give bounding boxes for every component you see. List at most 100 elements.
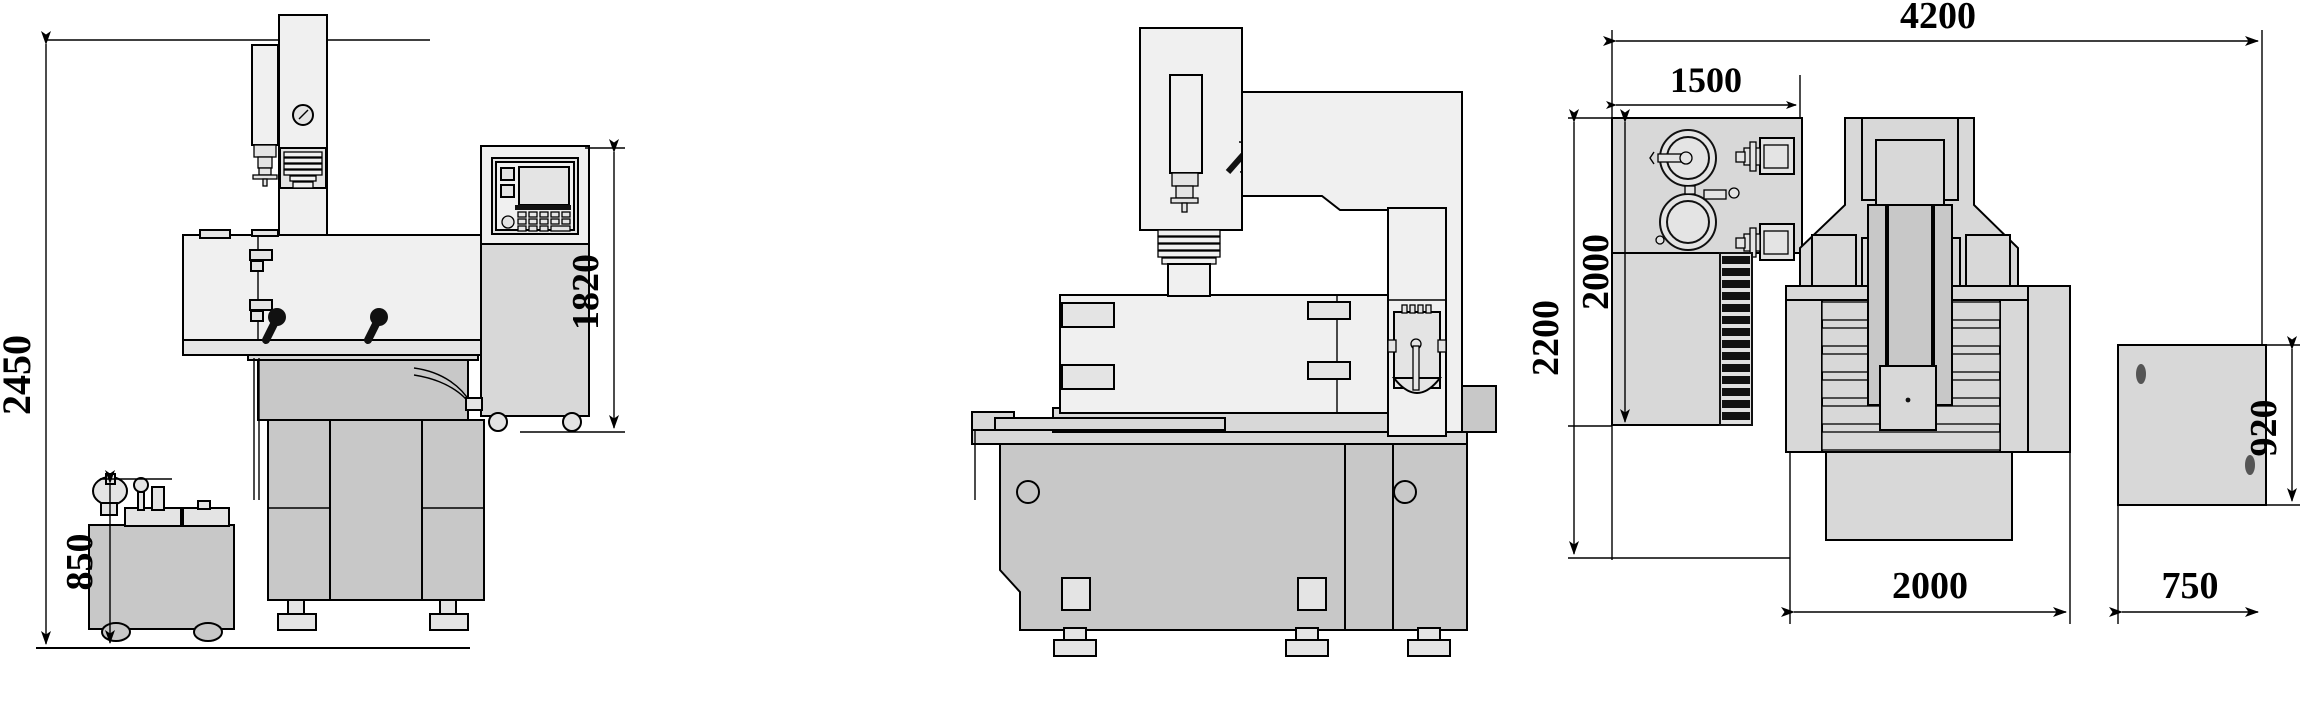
cable-gland (465, 397, 483, 411)
ram-bellows (283, 151, 323, 189)
table-side-wing (2027, 285, 2071, 453)
leveling-foot-left (277, 599, 317, 631)
dimension-850: 850 (59, 470, 172, 644)
dim-label-4200: 4200 (1900, 0, 1976, 37)
tank-handle-mid (251, 229, 279, 237)
ram-bellows-side (1157, 229, 1221, 265)
dim-label-1820: 1820 (565, 254, 607, 330)
machine-base-front (257, 354, 485, 631)
tank-clamp-lower (249, 299, 273, 322)
console-port-upper (1649, 129, 1717, 187)
work-tank-front (182, 229, 484, 500)
base-door-center (329, 419, 423, 601)
control-console-plan (1611, 117, 1803, 261)
leveling-foot-side-2 (1285, 627, 1329, 657)
tank-access-port-right (1393, 480, 1417, 504)
column-foot-right (1965, 234, 2011, 292)
tank-latch-upper (1307, 301, 1351, 320)
console-port-lower (1659, 193, 1717, 251)
base-rear-panel (1392, 439, 1468, 631)
filter-tank-plan (1611, 252, 1753, 426)
machine-base-side (971, 411, 1468, 657)
column-foot-left (1811, 234, 1857, 292)
cnc-control-cabinet (413, 145, 590, 432)
dim-label-2450: 2450 (0, 335, 39, 415)
leveling-foot-right (429, 599, 469, 631)
filter-tank-face (1611, 252, 1721, 426)
ram-plan (1867, 204, 1953, 431)
dim-label-920: 920 (2243, 400, 2285, 457)
tank-side-recess-lower (1061, 364, 1115, 390)
filter-unit-side (1387, 304, 1447, 394)
dim-label-2000-vertical: 2000 (1575, 234, 1617, 310)
base-side-panel (1344, 439, 1394, 631)
pressure-gauge-icon (133, 477, 149, 493)
base-upper-plinth (257, 354, 469, 421)
pump-caster-left (101, 622, 131, 642)
dim-label-750: 750 (2162, 565, 2219, 607)
console-screw-icon (1655, 235, 1665, 245)
work-tank-front-wall (182, 234, 484, 341)
work-tank-side (994, 294, 1419, 433)
cabinet-caster-left (488, 412, 508, 432)
dimension-920: 920 (2243, 336, 2300, 506)
column-front (251, 14, 328, 236)
emergency-stop-icon[interactable] (501, 215, 515, 229)
dim-label-1500: 1500 (1670, 60, 1742, 100)
tank-lower-lip (994, 417, 1226, 431)
column-plan-core (1875, 139, 1945, 207)
machine-body-plan (1785, 117, 2071, 541)
console-connector-lower (1735, 223, 1795, 261)
drain-pipe (253, 358, 260, 500)
base-door-left (267, 419, 331, 601)
table-left-rail (1785, 299, 1823, 453)
electrode-centre-mark (1905, 397, 1911, 403)
column-side (1241, 91, 1497, 437)
cnc-screen-shelf (515, 205, 571, 210)
console-bridge (1684, 185, 1696, 195)
dim-label-2000-horizontal: 2000 (1892, 565, 1968, 607)
base-tank-body (999, 439, 1346, 631)
ram-shaft (1167, 263, 1211, 297)
dimension-750: 750 (2109, 505, 2259, 624)
chip-conveyor-plan (1719, 252, 1753, 426)
view-side-elevation (971, 27, 1497, 657)
column-rear-box (1461, 385, 1497, 433)
cabinet-lower-door (480, 243, 590, 417)
electrode-chuck-side (1170, 172, 1199, 213)
tank-lever-right[interactable] (364, 308, 388, 344)
cnc-indicator-1[interactable] (500, 167, 515, 181)
dim-label-2200: 2200 (1525, 300, 1567, 376)
pump-tank-body (88, 524, 235, 630)
ram-guide-right (1933, 204, 1953, 406)
dimension-1820: 1820 (520, 139, 625, 433)
ram-head-side (1139, 27, 1256, 297)
cnc-screen (518, 166, 570, 206)
base-label-plate-left (1061, 577, 1091, 611)
column-body (278, 14, 328, 236)
base-label-plate-right (1297, 577, 1327, 611)
tank-latch-lower (1307, 361, 1351, 380)
base-door-right (421, 419, 485, 601)
pump-motor-base (100, 502, 118, 516)
tank-access-port-left (1016, 480, 1040, 504)
cnc-keypad[interactable] (517, 211, 571, 232)
dimension-2200: 2200 (1525, 109, 1579, 555)
dimension-2450: 2450 (0, 31, 51, 645)
dimension-4200: 4200 (1603, 0, 2259, 46)
pump-fill-cap (197, 500, 211, 510)
ram-guide-left (1867, 204, 1887, 406)
electrode-holder (252, 144, 278, 187)
console-connector-upper (1735, 137, 1795, 175)
tank-lever-left[interactable] (262, 308, 286, 344)
view-front-elevation: 2450 850 1820 (0, 14, 625, 649)
cabinet-hinge-bottom-icon (2245, 455, 2255, 475)
dimension-1500: 1500 (1606, 60, 1797, 109)
cnc-indicator-2[interactable] (500, 184, 515, 198)
head-quill (1169, 74, 1203, 174)
tank-handle-left (199, 229, 231, 239)
power-cabinet-plan (2117, 344, 2267, 506)
pump-caster-right (193, 622, 223, 642)
leveling-foot-side-3 (1407, 627, 1451, 657)
